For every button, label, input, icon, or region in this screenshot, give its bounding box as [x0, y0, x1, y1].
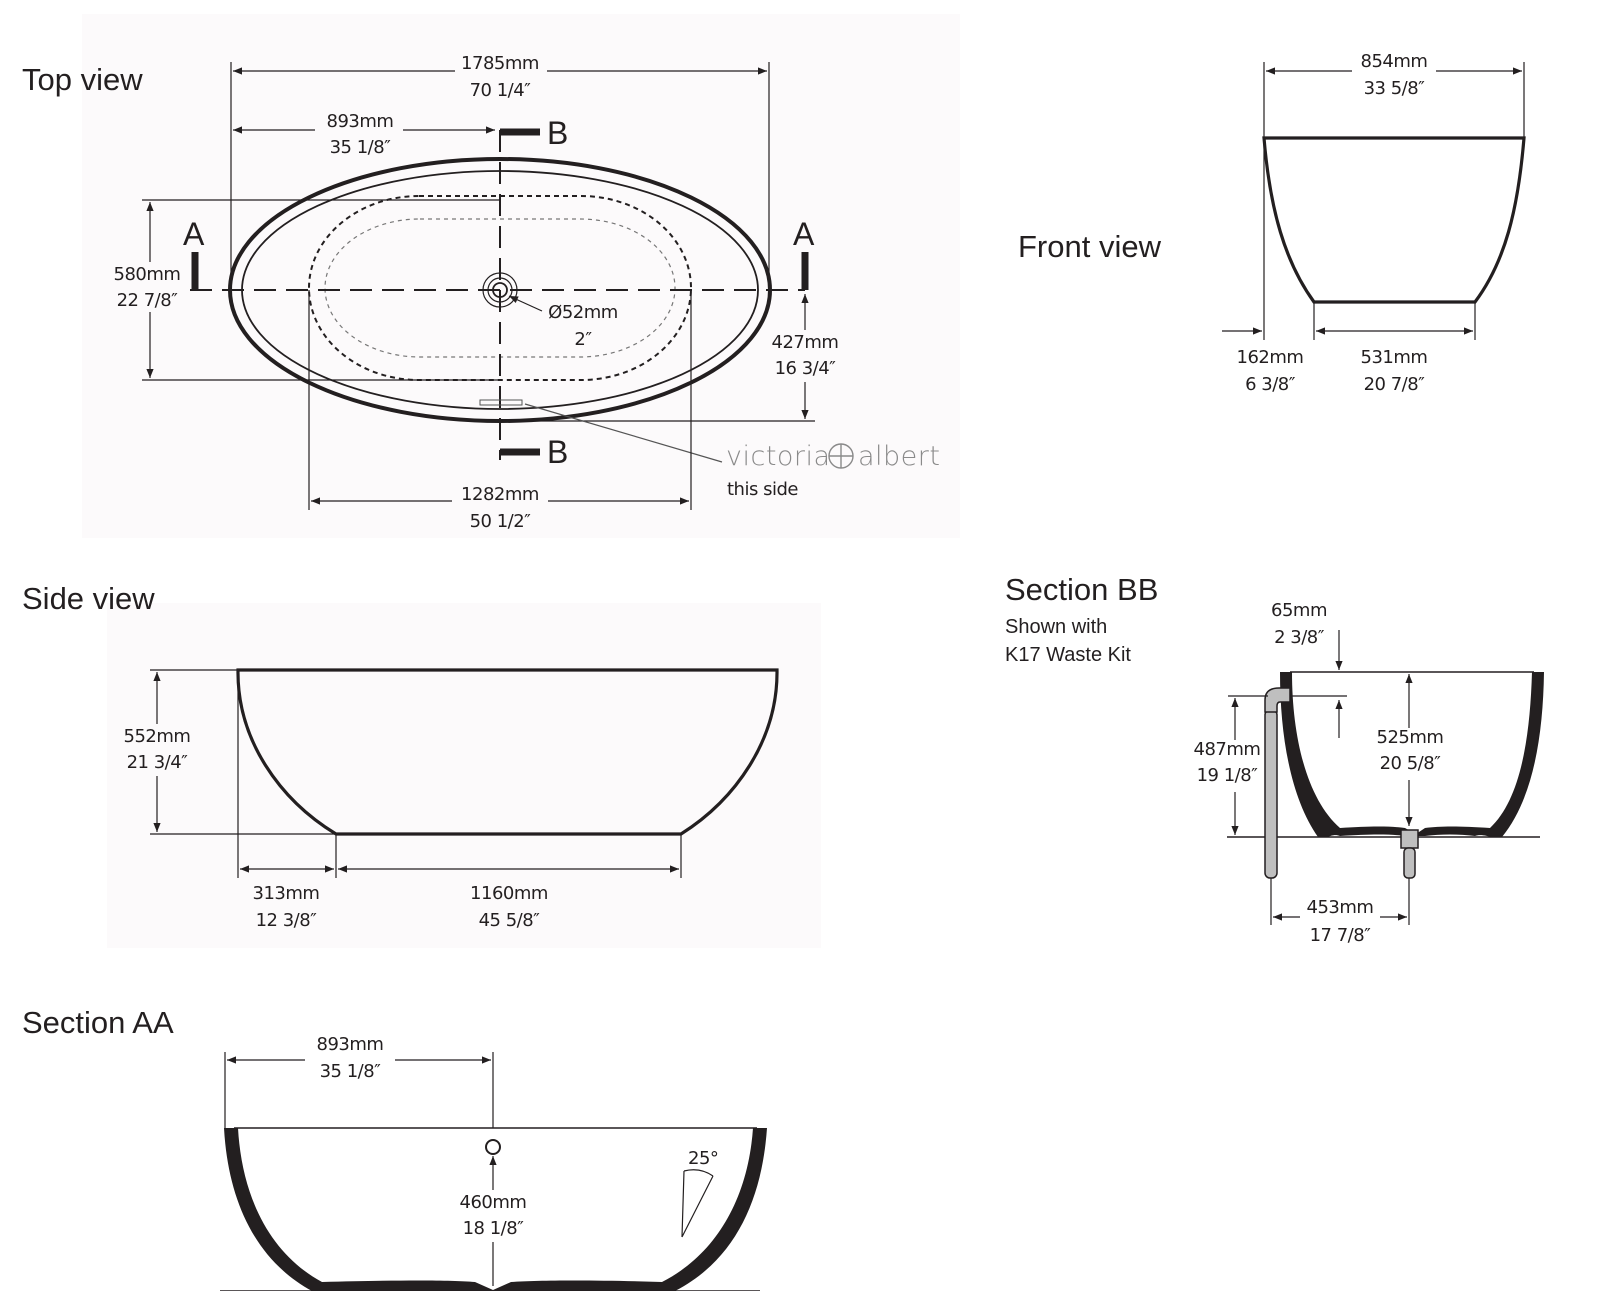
- front-overhang-mm: 162mm: [1237, 347, 1304, 368]
- width-mm: 580mm: [114, 264, 181, 285]
- side-overhang-mm: 313mm: [253, 883, 320, 904]
- section-b-label-top: B: [547, 115, 568, 151]
- overall-length-in: 70 1/4″: [470, 80, 532, 101]
- section-bb-rim-in: 2 3/8″: [1274, 627, 1325, 648]
- inner-length-mm: 1282mm: [461, 484, 539, 505]
- section-a-label-left: A: [183, 216, 205, 252]
- inner-length-in: 50 1/2″: [470, 511, 532, 532]
- front-base-mm: 531mm: [1361, 347, 1428, 368]
- front-tub-outline: [1262, 136, 1526, 304]
- section-aa: Section AA 893mm 35 1/8″ 460mm 18 1/8″ 2…: [22, 1005, 767, 1291]
- section-aa-half-length-in: 35 1/8″: [320, 1061, 382, 1082]
- brand-plus-icon: [828, 443, 854, 469]
- top-view-heading: Top view: [22, 62, 143, 97]
- front-overhang-in: 6 3/8″: [1245, 374, 1296, 395]
- waste-icon: [482, 272, 518, 308]
- section-aa-angle: 25°: [688, 1148, 718, 1169]
- side-base-in: 45 5/8″: [479, 910, 541, 931]
- section-aa-half-length-mm: 893mm: [317, 1034, 384, 1055]
- front-view: Front view 854mm 33 5/8″ 162mm 6 3/8″ 53…: [1018, 51, 1526, 395]
- section-bb-waste-height-mm: 487mm: [1194, 739, 1261, 760]
- waste-mm: Ø52mm: [548, 302, 618, 323]
- brand-leader: [524, 403, 723, 463]
- brand-note: this side: [727, 479, 798, 500]
- waste-offset-mm: 427mm: [772, 332, 839, 353]
- side-view-heading: Side view: [22, 581, 155, 616]
- section-bb-spacing-in: 17 7/8″: [1310, 925, 1372, 946]
- side-height-in: 21 3/4″: [127, 752, 189, 773]
- section-bb-heading: Section BB: [1005, 572, 1158, 607]
- side-base-mm: 1160mm: [470, 883, 548, 904]
- brand-name-right: albert: [858, 441, 940, 472]
- section-bb-spacing-mm: 453mm: [1307, 897, 1374, 918]
- section-bb-rim-mm: 65mm: [1271, 600, 1327, 621]
- side-view: Side view 552mm 21 3/4″ 313mm 12 3/8″ 11…: [22, 581, 779, 931]
- top-view: Top view 1785mm 70 1/4″ 893mm 35 1/8″ 58…: [22, 53, 940, 532]
- section-bb-note-line-2: K17 Waste Kit: [1005, 644, 1131, 666]
- section-aa-overflow-in: 18 1/8″: [463, 1218, 525, 1239]
- section-aa-overflow-icon: [485, 1139, 501, 1155]
- section-a-label-right: A: [793, 216, 815, 252]
- section-aa-angle-marker: [681, 1169, 714, 1238]
- half-length-in: 35 1/8″: [330, 137, 392, 158]
- waste-in: 2″: [574, 329, 592, 350]
- waste-leader: [508, 295, 543, 312]
- section-bb-depth-mm: 525mm: [1377, 727, 1444, 748]
- waste-kit-overflow-elbow: [1264, 687, 1291, 713]
- section-b-label-bottom: B: [547, 434, 568, 470]
- waste-offset-in: 16 3/4″: [775, 358, 837, 379]
- side-overhang-in: 12 3/8″: [256, 910, 318, 931]
- front-width-in: 33 5/8″: [1364, 78, 1426, 99]
- section-aa-overflow-mm: 460mm: [460, 1192, 527, 1213]
- front-view-heading: Front view: [1018, 229, 1162, 264]
- brand-plate-marker: [479, 399, 523, 406]
- waste-kit-overflow-pipe: [1264, 709, 1278, 879]
- waste-kit-drain-pipe: [1403, 847, 1416, 879]
- section-bb-depth-in: 20 5/8″: [1380, 753, 1442, 774]
- width-in: 22 7/8″: [117, 290, 179, 311]
- side-view-panel: [107, 603, 821, 948]
- section-bb-waste-height-in: 19 1/8″: [1197, 765, 1259, 786]
- waste-kit-drain: [1400, 829, 1419, 849]
- section-bb-note-line-1: Shown with: [1005, 616, 1107, 638]
- front-base-in: 20 7/8″: [1364, 374, 1426, 395]
- brand-name-left: victoria: [726, 441, 831, 472]
- overall-length-mm: 1785mm: [461, 53, 539, 74]
- section-aa-heading: Section AA: [22, 1005, 174, 1040]
- half-length-mm: 893mm: [327, 111, 394, 132]
- section-bb: Section BB Shown with K17 Waste Kit 65mm…: [1005, 572, 1544, 946]
- front-width-mm: 854mm: [1361, 51, 1428, 72]
- side-height-mm: 552mm: [124, 726, 191, 747]
